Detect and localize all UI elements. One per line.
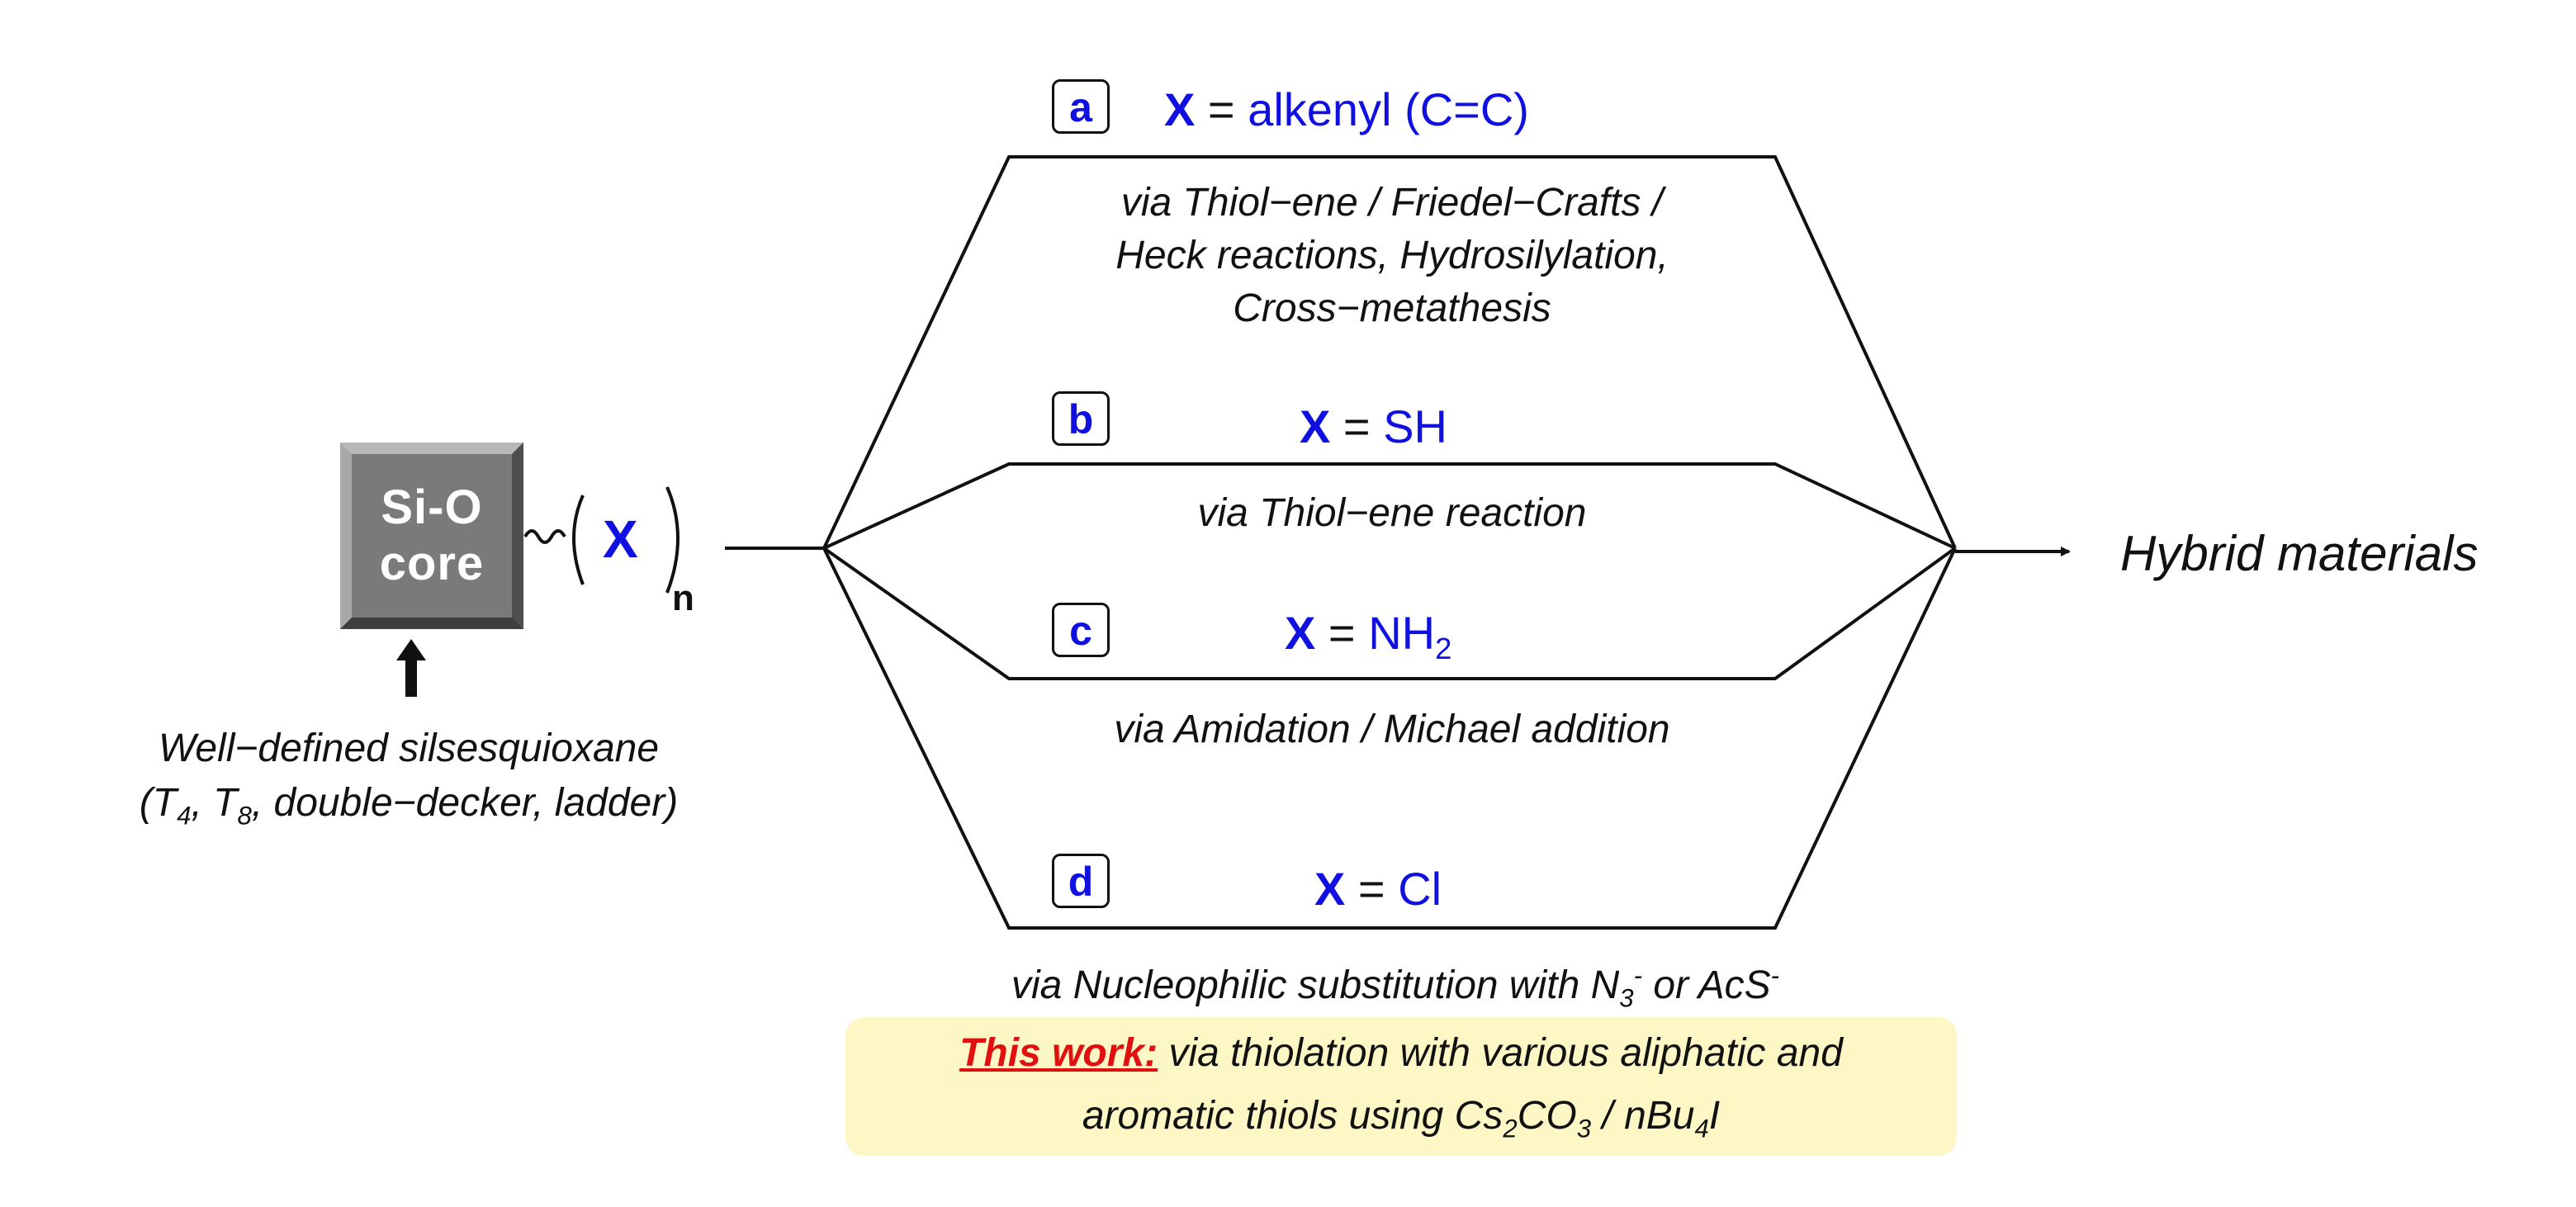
route-d-outline xyxy=(822,547,1957,930)
this-work-text: This work: via thiolation with various a… xyxy=(845,1022,1957,1161)
route-b-equation: X = SH xyxy=(1300,400,1447,452)
route-c-description: via Amidation / Michael addition xyxy=(1114,708,1670,751)
route-label-a: a xyxy=(1052,79,1110,134)
route-a-description: via Thiol−ene / Friedel−Crafts / Heck re… xyxy=(1115,181,1669,330)
caption-line2: (T4, T8, double−decker, ladder) xyxy=(139,781,679,831)
route-b-description: via Thiol−ene reaction xyxy=(1197,491,1587,535)
core-label-line2: core xyxy=(379,537,485,590)
route-label-d: d xyxy=(1052,854,1110,908)
route-c-outline xyxy=(822,547,1957,680)
route-a-outline xyxy=(822,155,1957,549)
route-label-b: b xyxy=(1052,391,1110,446)
up-arrow-icon xyxy=(396,639,426,697)
route-c-equation: X = NH2 xyxy=(1285,607,1452,666)
si-o-core-block: Si-O core xyxy=(340,443,523,629)
product-label: Hybrid materials xyxy=(2120,526,2479,581)
functional-group-x: X xyxy=(603,509,638,569)
route-label-c: c xyxy=(1052,603,1110,657)
this-work-line2: aromatic thiols using Cs2CO3 / nBu4I xyxy=(1082,1094,1721,1143)
this-work-line1: This work: via thiolation with various a… xyxy=(959,1031,1843,1075)
route-d-equation: X = Cl xyxy=(1314,863,1442,915)
route-b-outline xyxy=(823,462,1956,550)
core-label-line1: Si-O xyxy=(381,480,483,534)
this-work-highlight xyxy=(845,1017,1957,1156)
open-paren xyxy=(572,495,585,585)
repeat-subscript-n: n xyxy=(672,578,694,618)
caption-line1: Well−defined silsesquioxane xyxy=(158,727,660,770)
route-a-equation: X = alkenyl (C=C) xyxy=(1164,83,1529,135)
wavy-linker xyxy=(523,529,566,544)
silsesquioxane-caption: Well−defined silsesquioxane (T4, T8, dou… xyxy=(33,722,784,844)
close-paren xyxy=(665,486,680,594)
route-d-description: via Nucleophilic substitution with N3- o… xyxy=(1011,961,1780,1013)
